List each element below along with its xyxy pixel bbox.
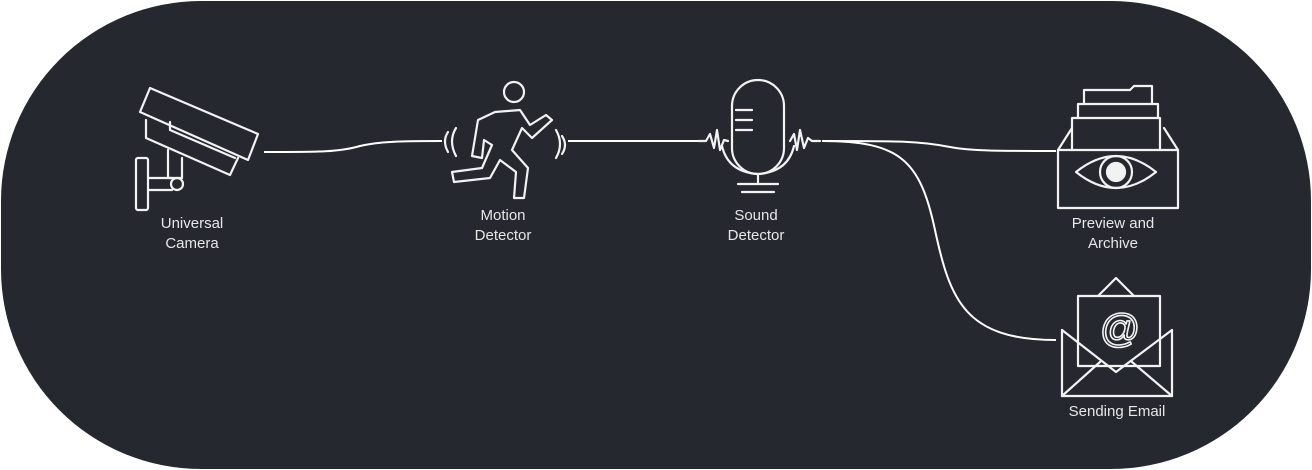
node-label-archive: Preview and Archive	[1033, 214, 1193, 254]
node-label-motion: Motion Detector	[423, 206, 583, 246]
node-label-email: Sending Email	[1037, 402, 1197, 422]
label-line: Detector	[474, 227, 532, 244]
edge-camera-motion	[263, 140, 443, 153]
label-line: Preview and	[1071, 215, 1155, 232]
node-label-sound: Sound Detector	[676, 206, 836, 246]
label-line: Universal	[160, 215, 224, 232]
edge-sound-archive	[821, 140, 1057, 152]
label-line: Sound	[734, 207, 778, 224]
node-label-camera: Universal Camera	[112, 214, 272, 254]
envelope-at-icon: @	[1060, 276, 1174, 398]
label-line: Sending Email	[1068, 403, 1166, 420]
label-line: Motion	[480, 207, 526, 224]
label-line: Archive	[1087, 235, 1139, 252]
security-camera-icon	[134, 86, 260, 212]
label-line: Detector	[727, 227, 785, 244]
microphone-soundwave-icon	[696, 78, 822, 194]
svg-text:@: @	[1100, 307, 1141, 351]
label-line: Camera	[165, 235, 219, 252]
edge-sound-email	[821, 140, 1057, 341]
folder-box-eye-icon	[1056, 84, 1180, 210]
running-person-motion-icon	[443, 80, 567, 200]
